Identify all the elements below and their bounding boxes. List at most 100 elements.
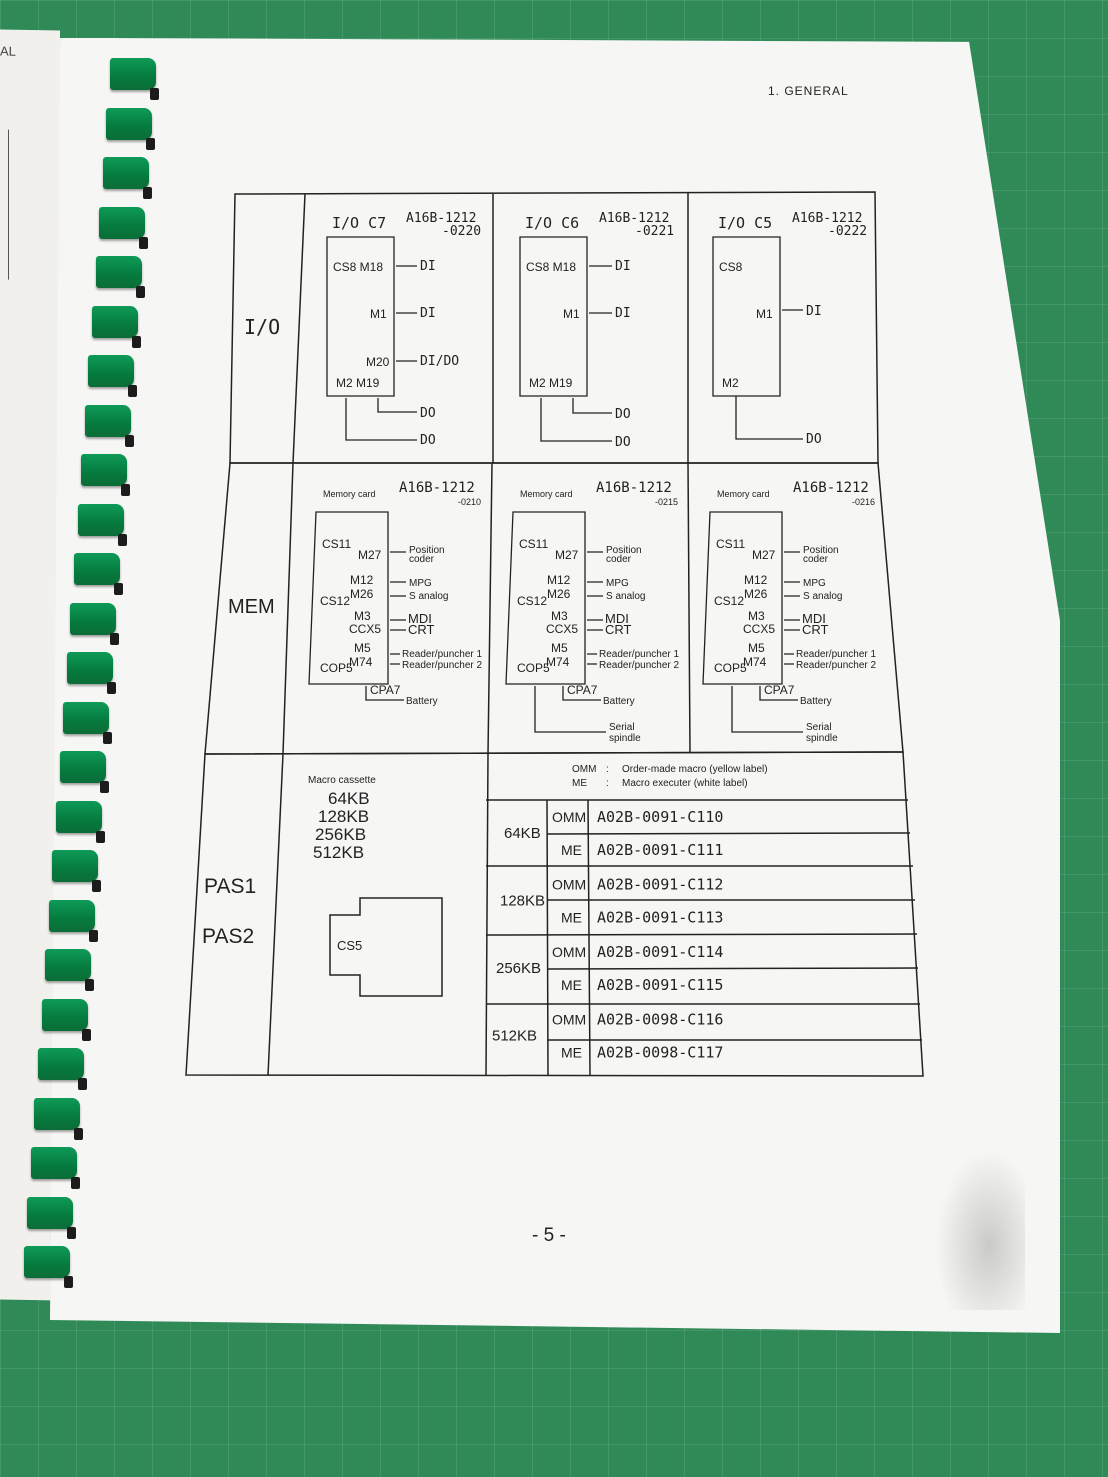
connector-m27: M27 <box>555 548 579 562</box>
io-card-signal-label: DI <box>615 259 631 274</box>
connector-m26: M26 <box>744 587 768 601</box>
page-stain <box>935 1150 1025 1310</box>
binding-coil-loop <box>74 553 120 585</box>
connector-m5: M5 <box>354 641 371 655</box>
io-card-wires <box>345 265 417 441</box>
punch-hole <box>106 682 116 694</box>
label-position-coder: Position <box>803 545 839 556</box>
label-serial: Serial <box>609 722 635 733</box>
io-card-signal-label: DI <box>420 259 436 274</box>
binding-coil-loop <box>66 652 113 684</box>
connector-m26: M26 <box>350 587 374 601</box>
mem-card-part-suffix: -0216 <box>852 497 875 507</box>
label-reader-puncher-2: Reader/puncher 2 <box>796 660 876 671</box>
io-card-top-connectors: CS8 M18 <box>526 260 576 274</box>
connector-m3: M3 <box>354 609 371 623</box>
row-label-mem: MEM <box>228 596 275 618</box>
mem-card-serial-wire <box>731 686 803 733</box>
table-type-cell: ME <box>561 977 582 993</box>
label-reader-puncher-1: Reader/puncher 1 <box>599 649 679 660</box>
io-card-signal-label: DO <box>420 406 436 421</box>
io-card-outline <box>326 236 395 397</box>
label-coder: coder <box>803 554 829 565</box>
io-card-part-suffix: -0220 <box>442 224 481 239</box>
io-card-title: I/O C7 <box>332 214 386 232</box>
io-card-signal-label: DO <box>615 407 631 422</box>
mem-card-title: Memory card <box>323 489 376 499</box>
binding-coil-loop <box>41 998 88 1031</box>
io-card-signal-label: DO <box>420 433 436 448</box>
punch-hole <box>88 929 98 942</box>
connector-cop5: COP5 <box>517 661 550 675</box>
table-part-number-cell: A02B-0091-C110 <box>597 808 723 826</box>
io-card-signal-label: DO <box>615 435 631 450</box>
connector-m12: M12 <box>350 573 374 587</box>
connector-m74: M74 <box>743 655 767 669</box>
binding-coil-loop <box>34 1097 81 1130</box>
io-card-part-suffix: -0222 <box>828 224 867 239</box>
io-card-signal-label: DO <box>806 432 822 447</box>
label-s-analog: S analog <box>803 591 842 602</box>
label-battery: Battery <box>603 696 635 707</box>
mem-card-outline <box>505 511 586 685</box>
io-card-part-suffix: -0221 <box>635 224 674 239</box>
punch-hole <box>67 1226 77 1239</box>
punch-hole <box>135 286 145 298</box>
binding-coil-loop <box>23 1246 70 1278</box>
io-card-outline <box>519 236 588 397</box>
binding-coil-loop <box>63 701 110 734</box>
mem-card-wires <box>365 551 406 701</box>
punch-hole <box>81 1028 91 1041</box>
binding-coil-loop <box>88 355 135 387</box>
io-card-wires <box>735 309 803 440</box>
mem-card-part-number: A16B-1212 <box>596 480 672 496</box>
macro-size-512kb: 512KB <box>313 843 364 862</box>
punch-hole <box>128 385 138 397</box>
legend-desc-omm: Order-made macro (yellow label) <box>622 764 768 775</box>
table-size-cell: 128KB <box>500 893 545 910</box>
binding-coil-loop <box>59 751 106 783</box>
punch-hole <box>114 583 123 595</box>
table-part-number-cell: A02B-0098-C116 <box>597 1011 723 1029</box>
io-card-connector-m1: M1 <box>563 307 580 321</box>
label-crt: CRT <box>605 622 632 637</box>
mem-card-title: Memory card <box>520 489 573 499</box>
binding-coil-loop <box>30 1147 77 1179</box>
io-card-part-number: A16B-1212 <box>792 211 862 226</box>
label-reader-puncher-1: Reader/puncher 1 <box>402 649 482 660</box>
binding-coil-loop <box>45 949 92 981</box>
label-mpg: MPG <box>409 578 432 589</box>
table-size-cell: 64KB <box>504 825 541 842</box>
mem-card-outline <box>308 511 389 685</box>
label-battery: Battery <box>406 696 438 707</box>
connector-ccx5: CCX5 <box>546 622 578 636</box>
connector-cs11: CS11 <box>322 537 351 551</box>
io-card-outline <box>712 236 781 397</box>
punch-hole <box>96 830 105 843</box>
connector-cpa7: CPA7 <box>370 683 401 697</box>
macro-size-128kb: 128KB <box>318 807 369 826</box>
binding-coil-loop <box>110 58 156 90</box>
table-part-number-cell: A02B-0091-C111 <box>597 841 723 859</box>
punch-hole <box>63 1276 73 1288</box>
connector-ccx5: CCX5 <box>743 622 775 636</box>
label-spindle: spindle <box>609 733 641 744</box>
io-card-connector-m1: M1 <box>756 307 773 321</box>
row-label-pas1: PAS1 <box>204 875 256 898</box>
io-card-part-number: A16B-1212 <box>406 211 476 226</box>
io-card-title: I/O C5 <box>718 214 772 232</box>
io-card-signal-label: DI <box>420 306 436 321</box>
macro-size-256kb: 256KB <box>315 825 366 844</box>
label-mdi: MDI <box>605 611 629 626</box>
io-card-top-connectors: CS8 M18 <box>333 260 383 274</box>
label-crt: CRT <box>802 622 829 637</box>
label-mdi: MDI <box>802 611 826 626</box>
table-type-cell: OMM <box>552 877 586 893</box>
macro-size-64kb: 64KB <box>328 789 370 808</box>
label-reader-puncher-2: Reader/puncher 2 <box>599 660 679 671</box>
punch-hole <box>150 88 159 100</box>
row-label-pas2: PAS2 <box>202 925 254 948</box>
mem-card-part-suffix: -0210 <box>458 497 481 507</box>
